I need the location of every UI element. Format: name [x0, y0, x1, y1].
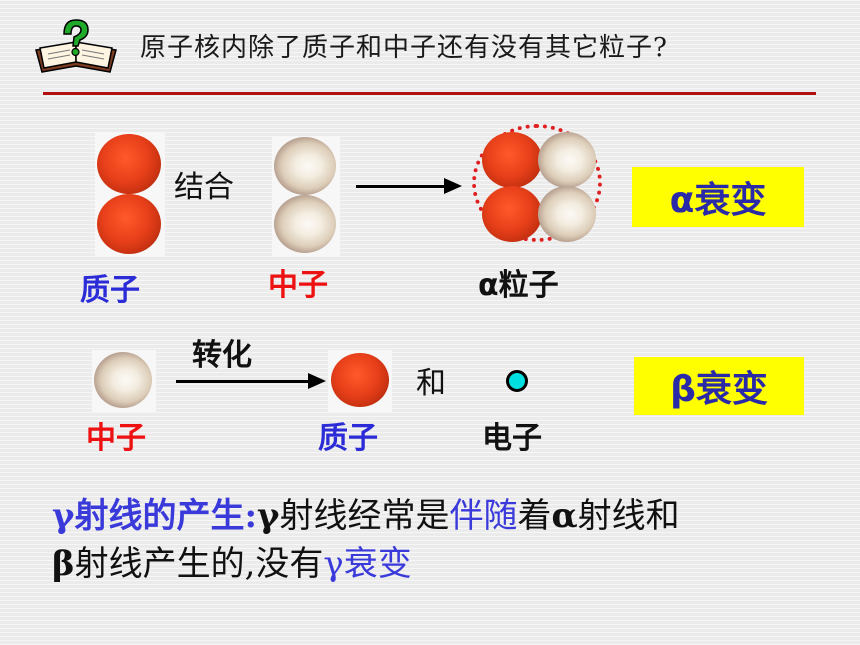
and-label: 和 — [416, 366, 446, 401]
proton-ball — [97, 134, 161, 194]
gamma-symbol: γ — [257, 496, 280, 536]
proton-label: 质子 — [318, 421, 378, 456]
gamma-line-2: β射线产生的,没有γ衰变 — [52, 536, 412, 585]
gamma-text: 射线经常是 — [279, 496, 450, 536]
convert-label: 转化 — [192, 338, 252, 373]
alpha-particle-ring — [472, 124, 602, 242]
alpha-particle-label: α粒子 — [478, 268, 559, 303]
alpha-symbol: α — [551, 496, 578, 536]
combine-arrow-head — [444, 178, 462, 194]
convert-arrow — [176, 380, 312, 383]
neutron-ball — [274, 195, 336, 253]
gamma-decay-text: γ衰变 — [323, 544, 412, 584]
neutron-label: 中子 — [268, 268, 328, 303]
gamma-heading: γ射线的产生: — [52, 496, 257, 536]
combine-label: 结合 — [174, 170, 234, 205]
convert-arrow-head — [308, 373, 326, 389]
proton-ball — [97, 194, 161, 254]
proton-label: 质子 — [80, 273, 140, 308]
gamma-text: 射线和 — [577, 496, 680, 536]
proton-ball — [331, 353, 389, 407]
electron-dot — [506, 370, 528, 392]
gamma-highlight: 伴随 — [449, 496, 518, 536]
neutron-ball — [274, 137, 336, 195]
beta-decay-box: β衰变 — [634, 357, 804, 415]
neutron-ball — [538, 186, 596, 242]
gamma-text: 着 — [517, 496, 552, 536]
neutron-ball — [94, 352, 152, 408]
neutron-label: 中子 — [86, 421, 146, 456]
alpha-decay-box: α衰变 — [632, 167, 804, 227]
title-divider — [43, 92, 816, 95]
page-title: 原子核内除了质子和中子还有没有其它粒子? — [140, 33, 668, 63]
electron-label: 电子 — [482, 421, 542, 456]
combine-arrow — [356, 185, 446, 188]
book-question-icon — [30, 14, 122, 80]
proton-ball — [482, 132, 542, 188]
neutron-ball — [538, 132, 596, 188]
proton-ball — [482, 186, 542, 242]
beta-symbol: β — [52, 544, 75, 584]
gamma-text: 射线产生的,没有 — [74, 544, 324, 584]
gamma-line-1: γ射线的产生:γ射线经常是伴随着α射线和 — [52, 488, 680, 537]
